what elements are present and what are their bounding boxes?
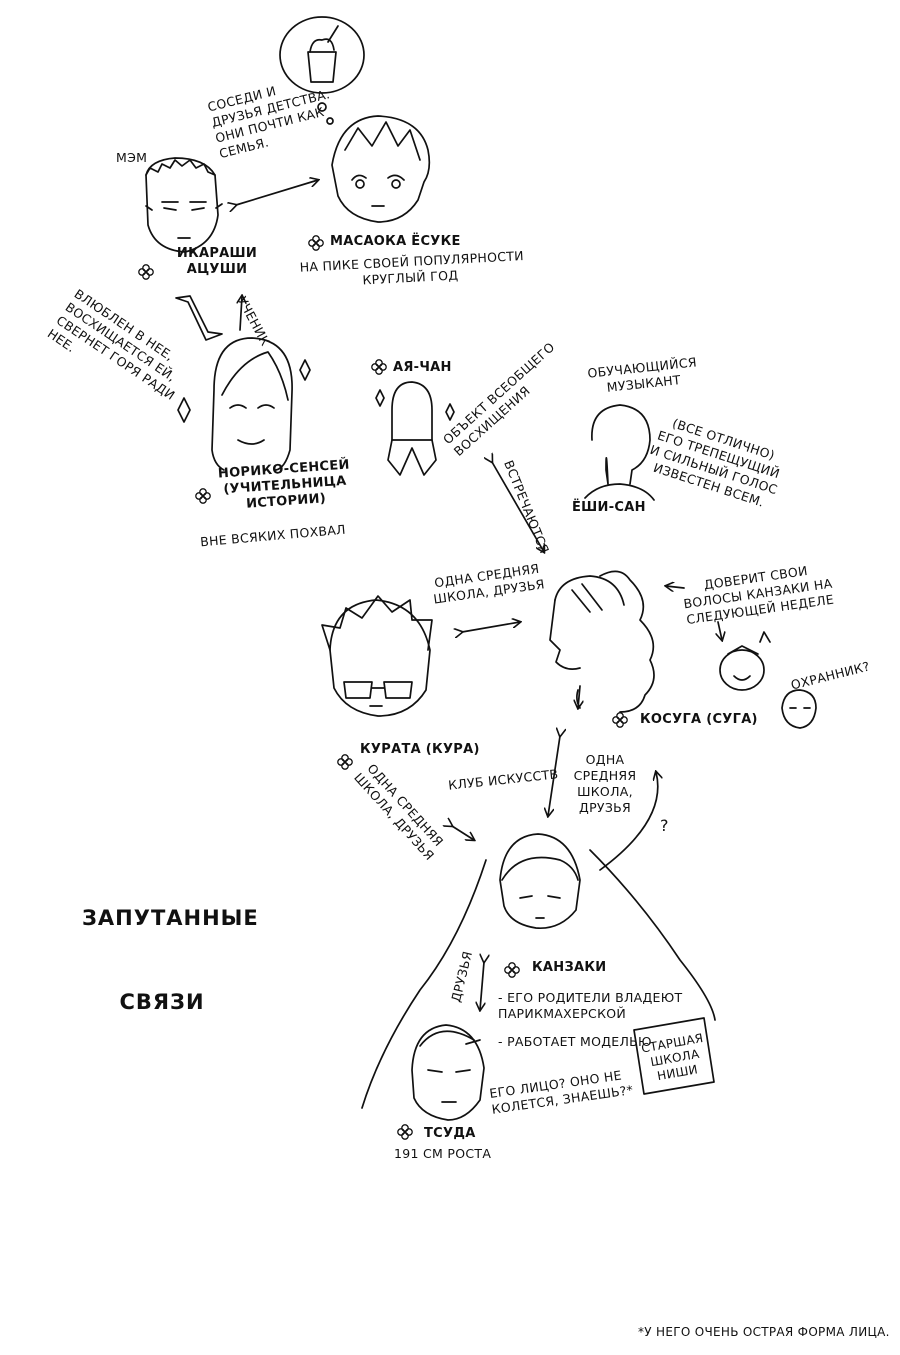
arrow-kosuga-kanzaki	[548, 736, 560, 816]
diagram-title-line-2: СВЯЗИ	[119, 990, 205, 1014]
ikarashi-portrait	[145, 157, 223, 253]
arrow-kanzaki-tsuda	[480, 962, 484, 1010]
flower-icon-kurata	[337, 754, 353, 770]
arrow-aya-kosuga	[492, 462, 544, 552]
relation-question: ?	[660, 816, 669, 835]
footnote: *У НЕГО ОЧЕНЬ ОСТРАЯ ФОРМА ЛИЦА.	[638, 1325, 890, 1339]
aya-name: АЯ-ЧАН	[393, 360, 452, 375]
diagram-title: ЗАПУТАННЫЕ СВЯЗИ	[82, 848, 259, 1044]
ikarashi-tag: МЭМ	[116, 150, 148, 165]
arrow-note-kosuga	[666, 586, 685, 588]
flower-icon-tsuda	[397, 1124, 413, 1140]
yoshi-portrait	[584, 404, 655, 501]
noriko-portrait	[177, 337, 311, 471]
kanzaki-name: КАНЗАКИ	[532, 960, 607, 975]
ikarashi-name: ИКАРАШИ АЦУШИ	[176, 246, 258, 277]
masaoka-name: МАСАОКА ЁСУКЕ	[330, 234, 461, 249]
tsuda-portrait	[411, 1024, 485, 1121]
relation-kosuga-kanzaki: ОДНА СРЕДНЯЯ ШКОЛА, ДРУЗЬЯ	[573, 752, 637, 815]
flower-icon-kanzaki	[504, 962, 520, 978]
kanzaki-portrait	[361, 833, 716, 1109]
diagram-title-line-1: ЗАПУТАННЫЕ	[82, 906, 259, 930]
tsuda-name: ТСУДА	[424, 1126, 476, 1141]
flower-icon-noriko	[195, 488, 211, 504]
arrow-kurata-kosuga	[462, 622, 520, 632]
masaoka-portrait	[331, 115, 431, 223]
arrow-note-small	[718, 621, 722, 640]
kanzaki-note-1: - ЕГО РОДИТЕЛИ ВЛАДЕЮТ ПАРИКМАХЕРСКОЙ	[498, 990, 683, 1021]
flower-icon-aya	[371, 359, 387, 375]
kurata-portrait	[321, 595, 433, 717]
yoshi-name: ЁШИ-САН	[572, 500, 646, 515]
guard-portrait	[781, 689, 817, 729]
flower-icon-kosuga	[612, 712, 628, 728]
kosuga-name: КОСУГА (СУГА)	[640, 712, 758, 727]
arrow-ikarashi-noriko	[175, 295, 223, 341]
aya-portrait	[375, 381, 455, 476]
arrow-tsuda-note	[465, 1039, 481, 1045]
school-sign-box	[633, 1017, 715, 1095]
arrow-kosuga-down	[578, 685, 580, 708]
small-girl-portrait	[719, 631, 771, 691]
arrow-kanzaki-kosuga-curve	[599, 772, 658, 871]
tsuda-note: 191 СМ РОСТА	[394, 1146, 492, 1161]
thought-bubble-icon	[279, 16, 365, 125]
arrow-pupil	[240, 296, 242, 331]
flower-icon-masaoka	[308, 235, 324, 251]
arrow-kurata-kanzaki	[452, 826, 474, 840]
kosuga-portrait	[549, 570, 655, 713]
kurata-name: КУРАТА (КУРА)	[360, 742, 480, 757]
arrow-ikarashi-masaoka	[236, 180, 318, 205]
kanzaki-note-2: - РАБОТАЕТ МОДЕЛЬЮ	[498, 1034, 652, 1049]
flower-icon-ikarashi	[138, 264, 154, 280]
